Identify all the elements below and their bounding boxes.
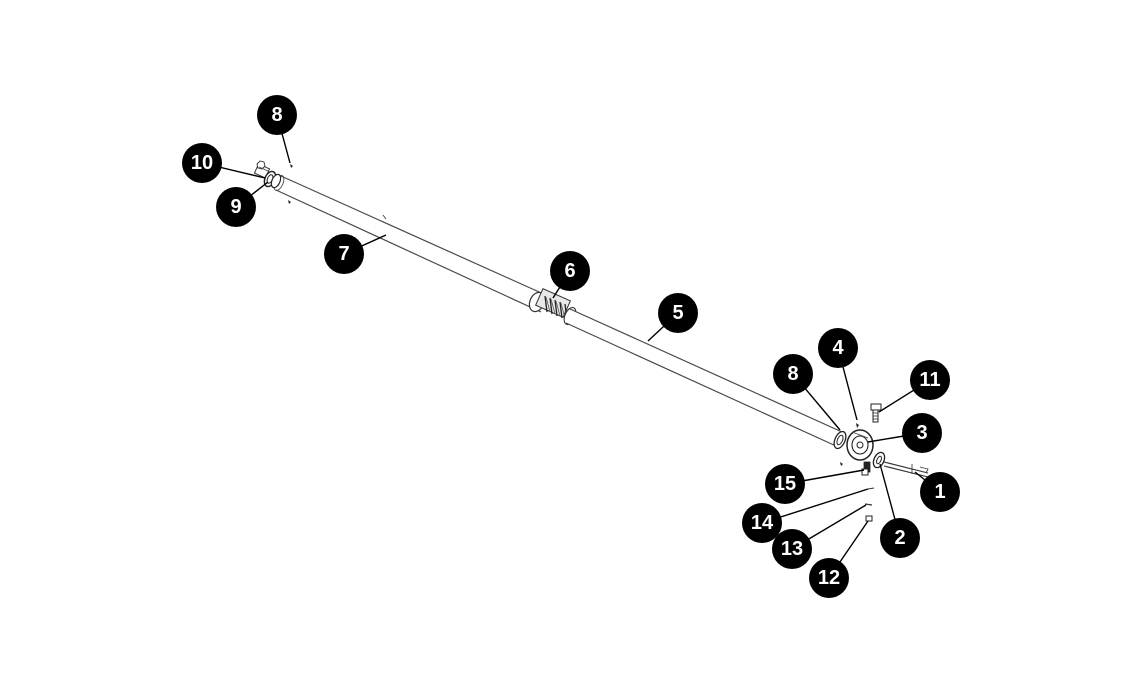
left-end-assembly xyxy=(253,160,293,204)
callout-5: 5 xyxy=(658,293,698,333)
svg-text:8: 8 xyxy=(271,104,282,126)
callout-10: 10 xyxy=(182,143,222,183)
svg-text:11: 11 xyxy=(919,369,940,391)
tube-part-5 xyxy=(565,308,843,447)
pin-part-8-top xyxy=(290,164,293,168)
svg-text:14: 14 xyxy=(751,512,774,534)
callout-14: 14 xyxy=(742,503,782,543)
right-end-assembly xyxy=(833,403,929,522)
svg-text:5: 5 xyxy=(672,302,683,324)
svg-text:13: 13 xyxy=(781,538,803,560)
svg-text:4: 4 xyxy=(832,337,844,359)
pin-part-8b-bottom xyxy=(840,462,843,466)
bolt-part-11 xyxy=(870,403,882,423)
svg-text:6: 6 xyxy=(564,260,575,282)
callout-12: 12 xyxy=(809,558,849,598)
svg-text:9: 9 xyxy=(230,196,241,218)
callout-6: 6 xyxy=(550,251,590,291)
end-cap-part-10 xyxy=(253,160,271,179)
svg-text:8: 8 xyxy=(787,363,798,385)
pin-part-4 xyxy=(856,423,859,428)
svg-text:10: 10 xyxy=(191,152,213,174)
svg-text:15: 15 xyxy=(774,473,796,495)
collar-part-2 xyxy=(872,451,886,469)
callout-1: 1 xyxy=(920,472,960,512)
shaft-end-part-1 xyxy=(883,461,929,478)
svg-text:1: 1 xyxy=(934,481,945,503)
svg-text:2: 2 xyxy=(894,527,905,549)
part-13-washer xyxy=(864,503,873,506)
svg-text:7: 7 xyxy=(338,243,349,265)
callout-4: 4 xyxy=(818,328,858,368)
pin-part-8-bottom xyxy=(288,200,291,204)
callout-3: 3 xyxy=(902,413,942,453)
callout-8-left: 8 xyxy=(257,95,297,135)
callout-2: 2 xyxy=(880,518,920,558)
callout-15: 15 xyxy=(765,464,805,504)
housing-part-3 xyxy=(846,429,874,473)
svg-text:12: 12 xyxy=(818,567,840,589)
callout-9: 9 xyxy=(216,187,256,227)
svg-text:3: 3 xyxy=(916,422,927,444)
callout-7: 7 xyxy=(324,234,364,274)
part-12-nut xyxy=(865,515,873,522)
part-15-block xyxy=(861,468,869,476)
part-14-rod xyxy=(867,487,875,490)
bushing-part-8-right xyxy=(833,430,847,450)
callout-13: 13 xyxy=(772,529,812,569)
callout-11: 11 xyxy=(910,360,950,400)
shaft-assembly xyxy=(273,175,843,447)
tube-part-7 xyxy=(273,175,549,313)
callout-8-right: 8 xyxy=(773,354,813,394)
